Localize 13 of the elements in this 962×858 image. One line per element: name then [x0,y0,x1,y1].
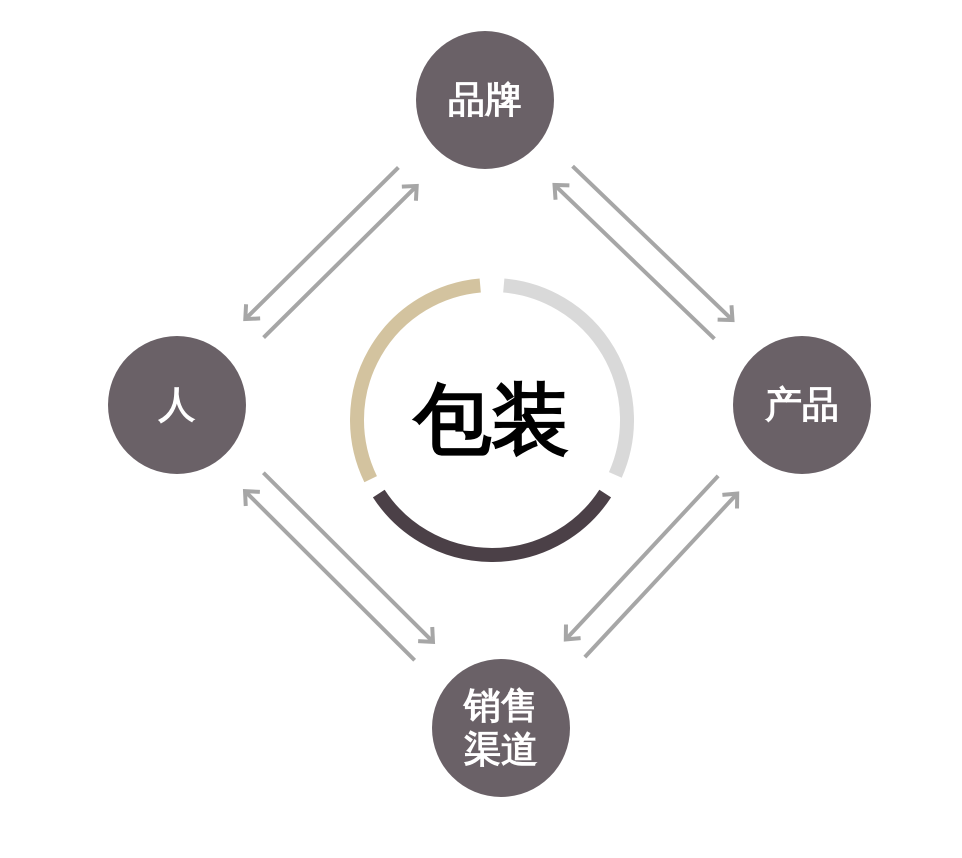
circle-node: 人 [108,336,246,474]
arrow [243,489,416,662]
arrow [243,166,400,322]
arrow [262,184,419,339]
center-label: 包装 [414,381,570,459]
arrow [552,182,716,340]
circle-node: 销售渠道 [432,659,570,797]
arrow [571,164,734,322]
circle-node: 产品 [733,336,871,474]
arrow [262,471,435,644]
arrow [583,492,740,658]
circle-node: 品牌 [416,31,554,169]
arrow [564,474,720,642]
